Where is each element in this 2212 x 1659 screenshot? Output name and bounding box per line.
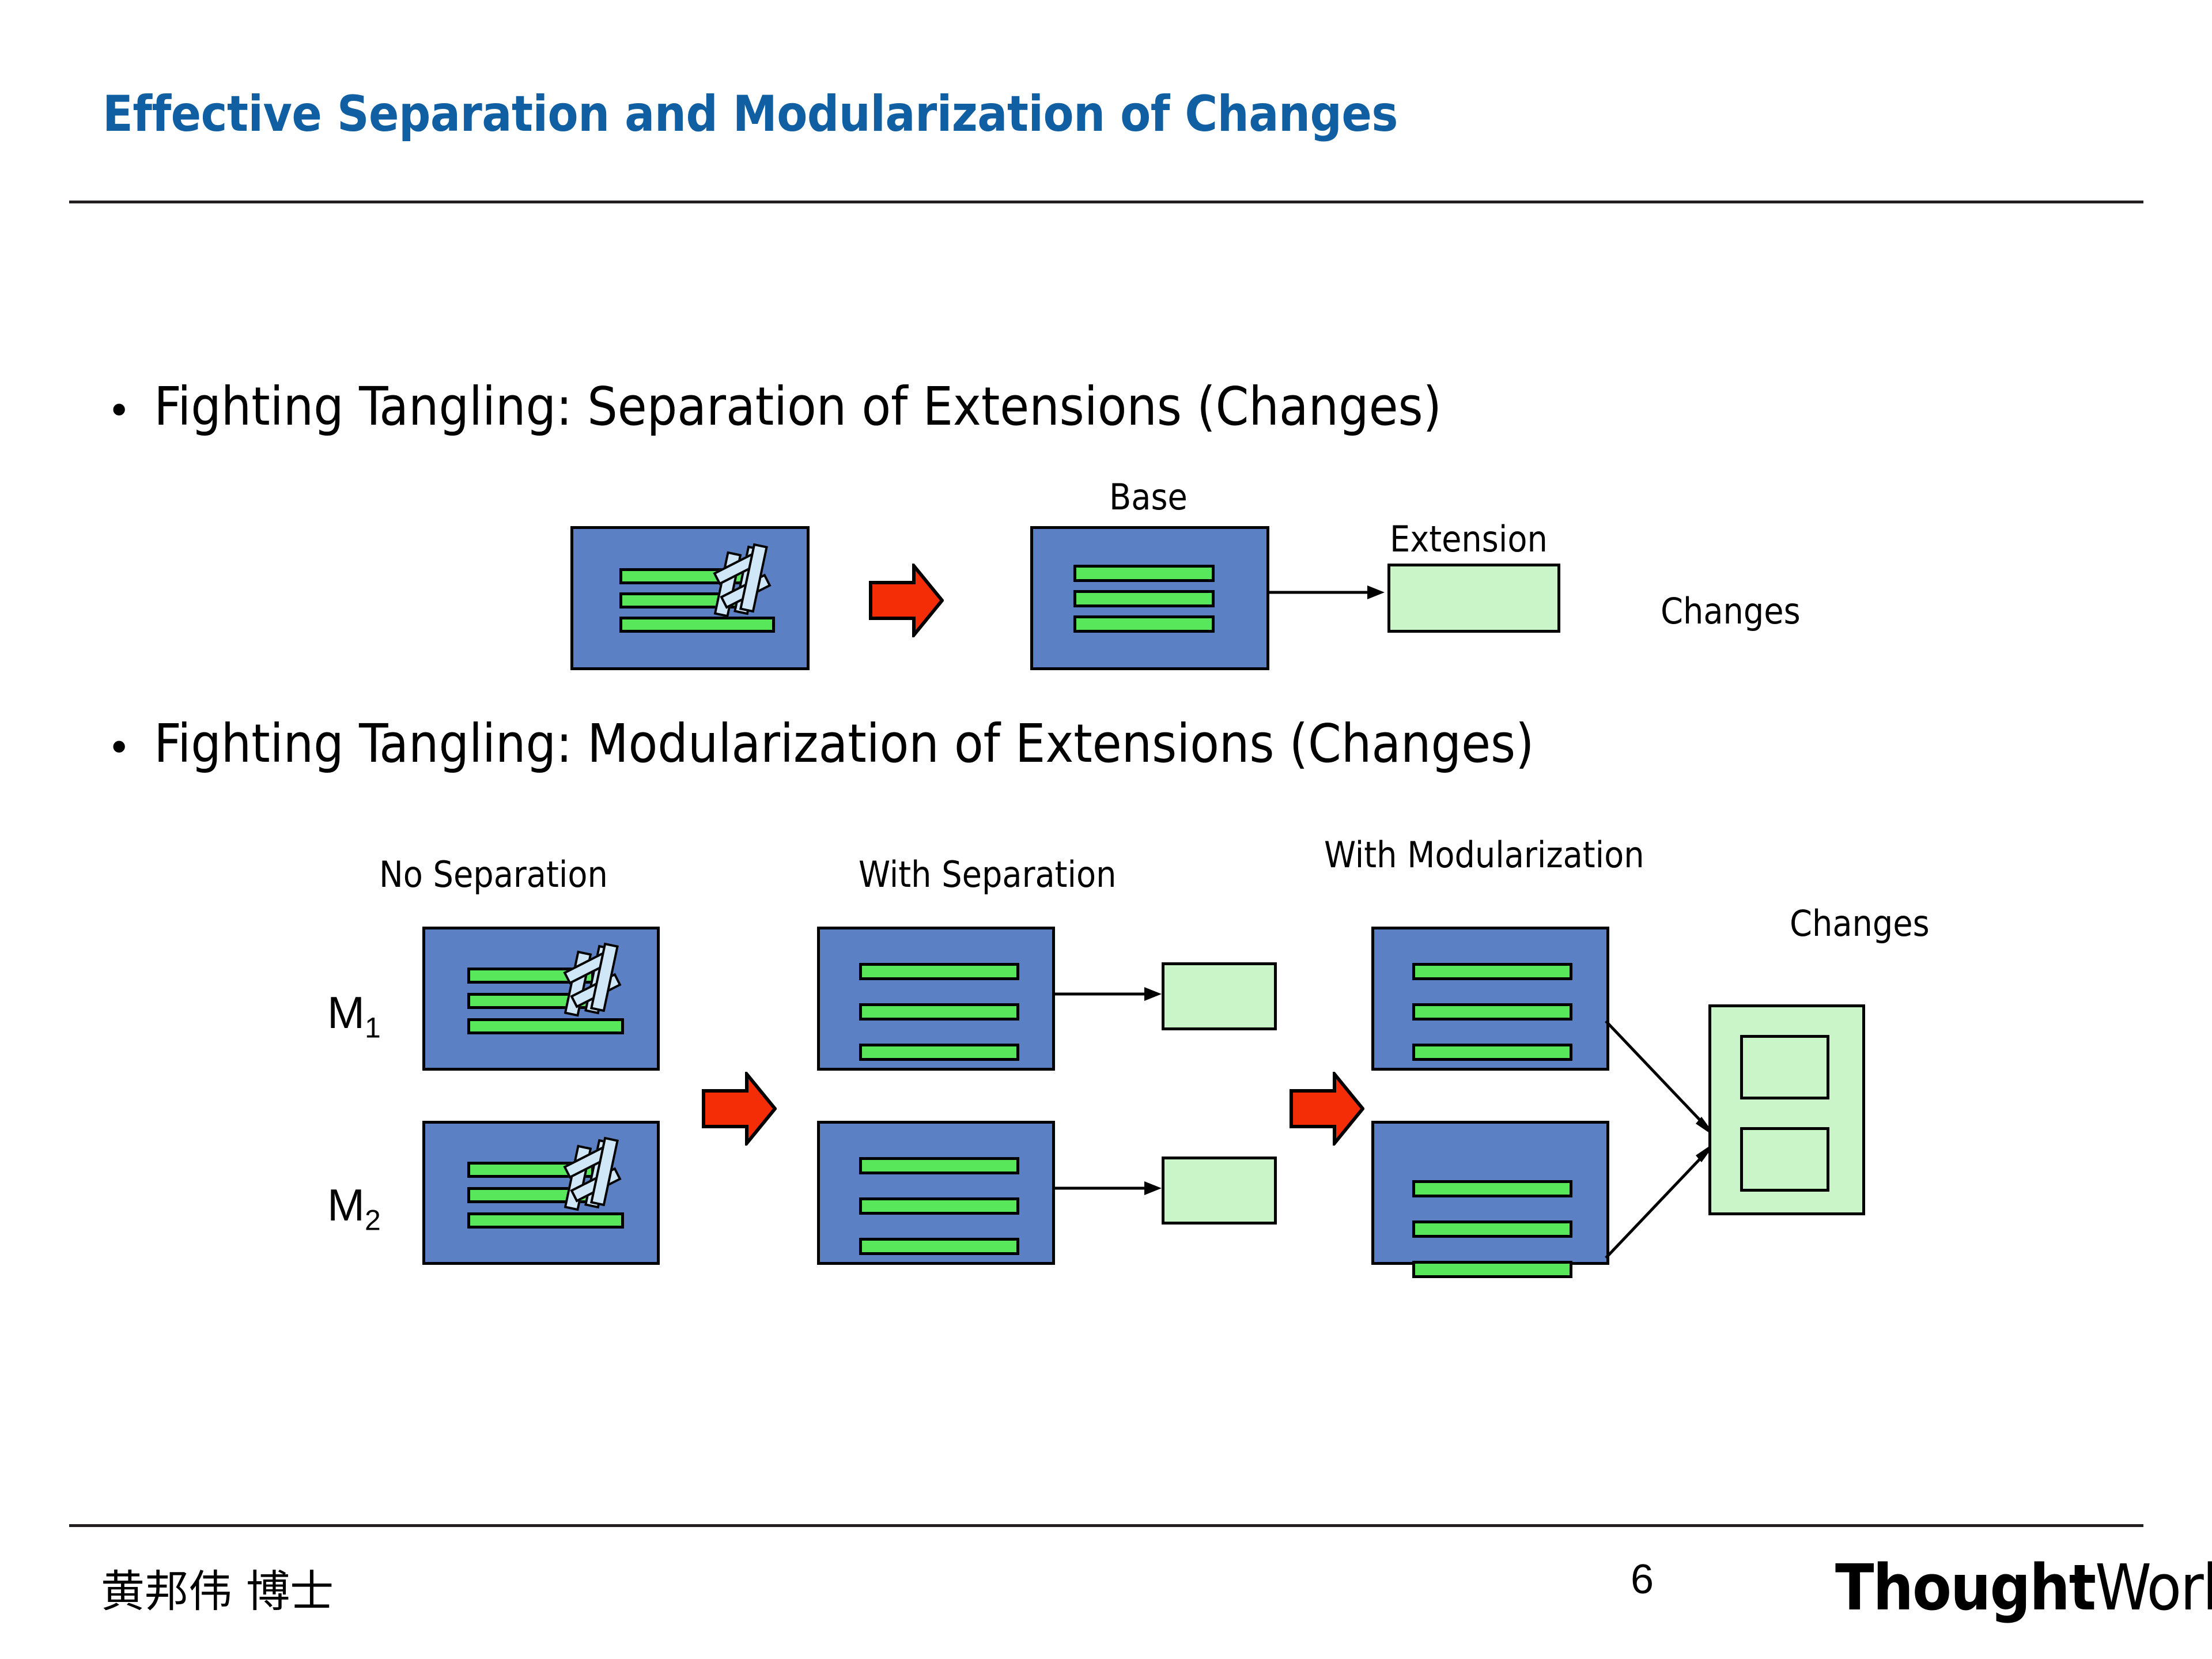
- page-title: Effective Separation and Modularization …: [103, 85, 1398, 143]
- base-module-box: [1030, 526, 1269, 670]
- concern-bar: [619, 617, 775, 633]
- tangled-module-box-m2: [422, 1121, 660, 1265]
- concern-bar: [1412, 1261, 1572, 1278]
- transform-arrow-icon-1: [702, 1072, 777, 1146]
- base-label: Base: [1109, 476, 1188, 518]
- changes-label-bottom: Changes: [1790, 902, 1930, 944]
- logo-word-thought: Thought: [1835, 1551, 2096, 1624]
- bullet-item-modularization: • Fighting Tangling: Modularization of E…: [107, 717, 1534, 770]
- concern-bar: [1073, 590, 1215, 607]
- concern-bar: [859, 1044, 1019, 1061]
- modularized-to-changes-arrow-icon-2: [1605, 1138, 1720, 1259]
- change-unit-box-2: [1740, 1127, 1829, 1192]
- separated-module-box-1: [817, 927, 1055, 1071]
- title-divider: [69, 201, 2143, 203]
- concern-bar: [859, 1197, 1019, 1215]
- concern-bar: [1073, 615, 1215, 633]
- extension-label: Extension: [1390, 518, 1548, 560]
- concern-bar: [859, 1003, 1019, 1021]
- extension-box-2: [1162, 1157, 1277, 1225]
- concern-bar: [859, 1238, 1019, 1255]
- modularized-module-box-1: [1371, 927, 1609, 1071]
- concern-bar: [859, 963, 1019, 980]
- concern-bar: [1073, 565, 1215, 582]
- module-label-base: M: [327, 1180, 365, 1230]
- modularized-to-changes-arrow-icon-1: [1605, 1020, 1720, 1141]
- concern-bar: [1412, 1044, 1572, 1061]
- concern-bar: [859, 1157, 1019, 1174]
- transform-arrow-icon-2: [1290, 1072, 1364, 1146]
- bullet-item-separation: • Fighting Tangling: Separation of Exten…: [107, 380, 1442, 433]
- changes-container-box: [1708, 1004, 1865, 1215]
- bullet-marker-icon: •: [107, 724, 131, 772]
- bullet-marker-icon: •: [107, 387, 131, 434]
- logo-word-works: Works: [2095, 1551, 2212, 1624]
- concern-bar: [1412, 1220, 1572, 1238]
- separated-module-box-2: [817, 1121, 1055, 1265]
- modularized-module-box-2: [1371, 1121, 1609, 1278]
- footer-author: 黄邦伟 博士: [101, 1566, 334, 1617]
- column-header-with-modularization: With Modularization: [1324, 834, 1644, 876]
- extension-box: [1387, 564, 1560, 633]
- module-label-m1: M1: [327, 990, 381, 1042]
- module-to-extension-arrow-icon-2: [1055, 1177, 1162, 1200]
- base-to-extension-arrow-icon: [1269, 581, 1385, 604]
- column-header-no-separation: No Separation: [379, 853, 608, 895]
- module-label-base: M: [327, 987, 365, 1038]
- change-unit-box-1: [1740, 1035, 1829, 1099]
- module-label-subscript: 1: [364, 1011, 381, 1044]
- module-to-extension-arrow-icon-1: [1055, 982, 1162, 1006]
- transform-arrow-icon: [869, 564, 944, 637]
- concern-bar: [467, 1212, 624, 1229]
- page-number: 6: [1630, 1556, 1654, 1603]
- module-label-m2: M2: [327, 1182, 381, 1235]
- tangled-module-box: [570, 526, 810, 670]
- extension-box-1: [1162, 962, 1277, 1030]
- concern-bar: [1412, 1003, 1572, 1021]
- concern-bar: [1412, 963, 1572, 980]
- bullet-label: Fighting Tangling: Separation of Extensi…: [154, 376, 1442, 437]
- footer-divider: [69, 1524, 2143, 1527]
- tangled-module-box-m1: [422, 927, 660, 1071]
- column-header-with-separation: With Separation: [859, 853, 1117, 895]
- concern-bar: [467, 1018, 624, 1034]
- bullet-label: Fighting Tangling: Modularization of Ext…: [154, 713, 1534, 774]
- changes-label-top: Changes: [1661, 590, 1801, 632]
- thoughtworks-logo: ThoughtWorks®: [1835, 1556, 2212, 1619]
- module-label-subscript: 2: [364, 1204, 381, 1237]
- concern-bar: [1412, 1180, 1572, 1197]
